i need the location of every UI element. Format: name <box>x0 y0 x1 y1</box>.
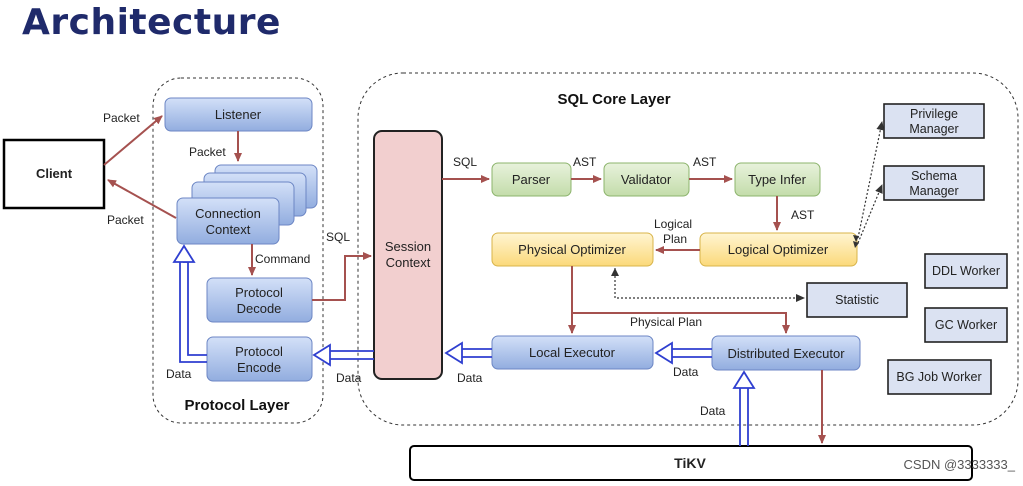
validator-label: Validator <box>621 172 672 187</box>
session-context-label-2: Context <box>386 255 431 270</box>
protocol-encode-label-2: Encode <box>237 360 281 375</box>
session-context-box <box>373 130 443 380</box>
label-sql-to-parser: SQL <box>453 155 477 169</box>
client-label: Client <box>36 166 73 181</box>
arrow-encode-to-connection-line-2 <box>179 262 207 363</box>
bg-job-worker-label: BG Job Worker <box>896 370 981 384</box>
protocol-layer-label: Protocol Layer <box>184 397 289 414</box>
label-sql-to-session: SQL <box>326 230 350 244</box>
arrow-logical-schema <box>857 184 883 244</box>
gc-worker-label: GC Worker <box>935 318 997 332</box>
label-logical-plan-1: Logical <box>654 217 692 231</box>
arrowhead-statistic-to-physical <box>611 268 619 276</box>
tikv-box <box>409 445 973 481</box>
label-ast-2: AST <box>693 155 717 169</box>
watermark-text: CSDN @3333333_ <box>903 457 1015 472</box>
arrow-session-to-encode <box>330 350 374 360</box>
arrowhead-schema-to-logical <box>853 241 859 248</box>
label-command: Command <box>255 252 310 266</box>
arrow-logical-privilege <box>857 121 885 239</box>
session-context-label-1: Session <box>385 239 431 254</box>
privilege-manager-label-1: Privilege <box>910 107 958 121</box>
protocol-decode-label-1: Protocol <box>235 285 283 300</box>
connection-context-label-2: Context <box>206 222 251 237</box>
protocol-encode-box <box>206 336 313 382</box>
gc-worker-box <box>924 307 1008 343</box>
arrow-encode-to-connection <box>183 261 207 356</box>
local-executor-box <box>491 335 654 370</box>
arrow-encode-to-connection-head <box>172 244 196 263</box>
arrow-distributed-to-local <box>672 348 712 358</box>
logical-optimizer-label: Logical Optimizer <box>728 242 829 257</box>
label-logical-plan-2: Plan <box>663 232 687 246</box>
statistic-box <box>806 282 908 318</box>
protocol-layer-container <box>152 77 324 424</box>
label-physical-plan: Physical Plan <box>630 315 702 329</box>
arrow-physical-to-distributed <box>572 312 790 334</box>
label-packet-out: Packet <box>107 213 144 227</box>
connection-context-label-1: Connection <box>195 206 261 221</box>
arrowhead-privilege-to-logical <box>853 235 859 242</box>
tikv-label: TiKV <box>674 455 706 471</box>
label-data-local: Data <box>457 371 483 385</box>
label-data-tikv: Data <box>700 404 726 418</box>
local-executor-label: Local Executor <box>529 345 616 360</box>
schema-manager-box <box>883 165 985 201</box>
label-ast-3: AST <box>791 208 815 222</box>
arrow-tikv-to-distributed-head <box>732 370 756 389</box>
sql-core-layer-label: SQL Core Layer <box>557 91 670 108</box>
protocol-decode-label-2: Decode <box>237 301 282 316</box>
privilege-manager-label-2: Manager <box>909 122 958 136</box>
arrow-decode-to-session <box>312 252 372 301</box>
label-packet-listener: Packet <box>189 145 226 159</box>
bg-job-worker-box <box>887 359 992 395</box>
label-data-encode: Data <box>166 367 192 381</box>
schema-manager-label-1: Schema <box>911 169 957 183</box>
arrow-client-to-listener <box>103 115 163 166</box>
client-box <box>2 138 106 210</box>
page-title: Architecture <box>22 2 281 43</box>
label-data-distributed: Data <box>673 365 699 379</box>
arrow-local-to-session <box>462 348 492 358</box>
schema-manager-label-2: Manager <box>909 184 958 198</box>
distributed-executor-label: Distributed Executor <box>727 346 845 361</box>
arrow-distributed-to-local-head <box>654 341 673 365</box>
parser-label: Parser <box>512 172 551 187</box>
type-infer-label: Type Infer <box>748 172 806 187</box>
listener-label: Listener <box>215 107 262 122</box>
label-packet-in: Packet <box>103 111 140 125</box>
physical-optimizer-label: Physical Optimizer <box>518 242 626 257</box>
connection-context-box <box>176 197 280 245</box>
arrow-session-to-encode-head <box>312 343 331 367</box>
arrow-tikv-to-distributed <box>739 388 749 446</box>
arrow-physical-statistic <box>614 268 805 302</box>
arrow-connection-to-client <box>107 179 177 219</box>
privilege-manager-box <box>883 103 985 139</box>
protocol-encode-label-1: Protocol <box>235 344 283 359</box>
label-ast-1: AST <box>573 155 597 169</box>
ddl-worker-label: DDL Worker <box>932 264 1000 278</box>
arrow-local-to-session-head <box>444 341 463 365</box>
ddl-worker-box <box>924 253 1008 289</box>
statistic-label: Statistic <box>835 293 879 307</box>
sql-core-layer-container <box>357 72 1019 426</box>
label-data-session: Data <box>336 371 362 385</box>
distributed-executor-box <box>711 335 861 371</box>
